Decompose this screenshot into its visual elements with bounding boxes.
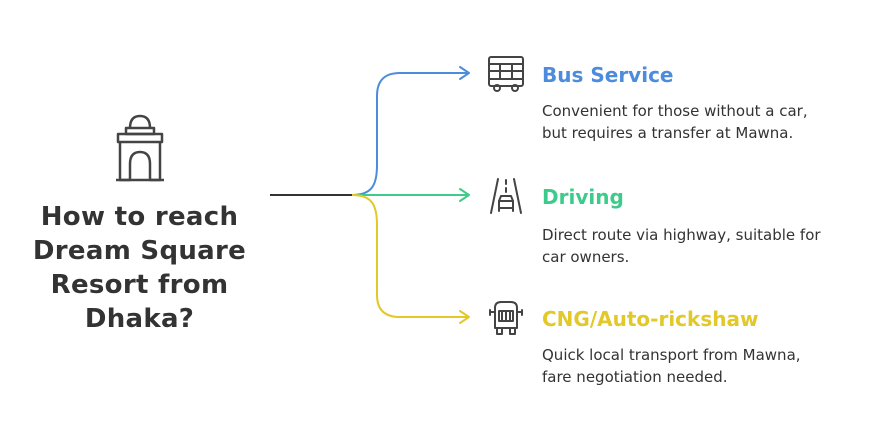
- option-title-cng: CNG/Auto-rickshaw: [542, 307, 759, 331]
- branch-cng: [351, 194, 468, 318]
- description-line: but requires a transfer at Mawna.: [542, 124, 794, 142]
- central-question: How to reach Dream Square Resort from Dh…: [22, 200, 257, 336]
- description-line: Convenient for those without a car,: [542, 102, 808, 120]
- option-description-bus: Convenient for those without a car, but …: [542, 100, 872, 144]
- description-line: car owners.: [542, 248, 630, 266]
- branch-bus: [351, 72, 468, 196]
- arrow-cng: [459, 310, 470, 324]
- option-title-driving: Driving: [542, 185, 624, 209]
- description-line: fare negotiation needed.: [542, 368, 728, 386]
- question-line: Dream Square: [32, 236, 247, 266]
- arrow-driving: [459, 188, 470, 202]
- option-description-cng: Quick local transport from Mawna, fare n…: [542, 344, 872, 388]
- question-line: Dhaka?: [84, 304, 195, 334]
- auto-rickshaw-icon: [489, 301, 523, 335]
- bus-icon: [488, 56, 524, 92]
- option-title-bus: Bus Service: [542, 63, 674, 87]
- gate-icon: [116, 114, 164, 182]
- question-line: Resort from: [50, 270, 229, 300]
- option-description-driving: Direct route via highway, suitable for c…: [542, 224, 872, 268]
- question-line: How to reach: [40, 202, 239, 232]
- road-car-icon: [490, 178, 522, 214]
- arrow-bus: [459, 66, 470, 80]
- description-line: Quick local transport from Mawna,: [542, 346, 801, 364]
- description-line: Direct route via highway, suitable for: [542, 226, 821, 244]
